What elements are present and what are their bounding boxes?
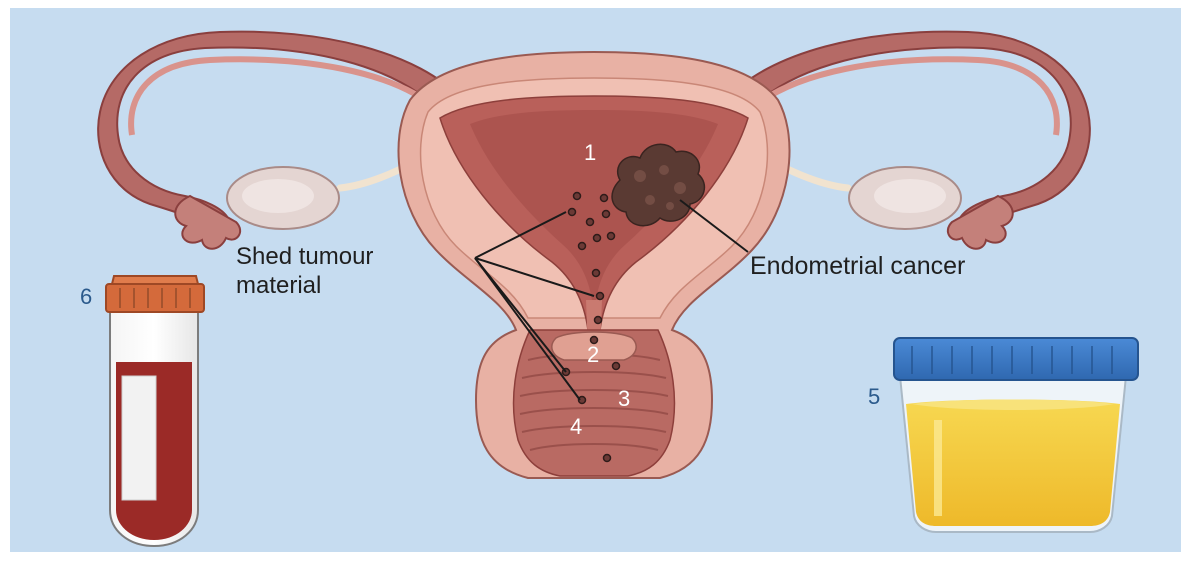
- site-number-3: 3: [618, 386, 630, 412]
- site-number-2: 2: [587, 342, 599, 368]
- site-number-5: 5: [868, 384, 880, 410]
- site-number-1: 1: [584, 140, 596, 166]
- urine-cap: [894, 338, 1138, 380]
- urine-container: [894, 338, 1138, 532]
- endometrial-cancer-label: Endometrial cancer: [750, 252, 965, 281]
- blood-collection-tube: [106, 276, 204, 546]
- shed-tumour-material-label: Shed tumour material: [236, 242, 476, 300]
- site-number-4: 4: [570, 414, 582, 440]
- site-number-6: 6: [80, 284, 92, 310]
